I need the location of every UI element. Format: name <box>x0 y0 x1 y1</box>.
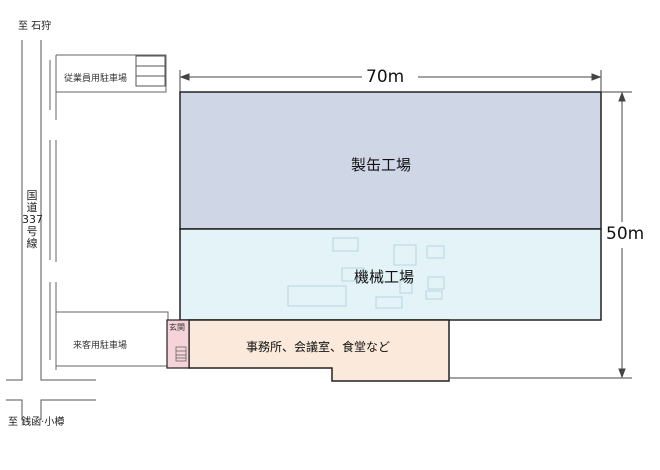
machine-factory-building <box>179 228 602 321</box>
visitor-parking-label: 来客用駐車場 <box>73 341 128 351</box>
can-factory-label: 製缶工場 <box>351 156 412 174</box>
road-char: 道 <box>26 201 38 214</box>
entrance-stairs <box>175 346 187 362</box>
visitor-parking-outline <box>56 311 169 367</box>
road-char: 線 <box>26 237 38 250</box>
road-name-label: 国 道 337 号 線 <box>22 189 43 250</box>
height-dimension-label: 50m <box>606 224 645 244</box>
staff-parking-stalls <box>135 55 166 87</box>
north-direction-label: 至 石狩 <box>18 21 52 32</box>
road-edge-lines <box>49 55 57 370</box>
staff-parking-outline <box>56 54 167 93</box>
width-dimension-line <box>179 70 602 92</box>
machine-factory-label: 機械工場 <box>354 268 415 286</box>
height-dimension-line <box>449 91 632 379</box>
entrance-label: 玄関 <box>169 323 185 332</box>
width-dimension-label: 70m <box>366 67 405 87</box>
road-char: 国 <box>26 189 38 202</box>
office-label: 事務所、会議室、食堂など <box>246 340 391 354</box>
machine-equipment-outlines <box>287 237 445 309</box>
south-direction-label: 至 銭函·小樽 <box>8 417 65 428</box>
road-char: 337 <box>22 213 43 226</box>
staff-parking-label: 従業員用駐車場 <box>64 74 128 84</box>
road-char: 号 <box>26 225 38 238</box>
entrance-building <box>166 319 190 369</box>
road-outline <box>6 40 96 420</box>
